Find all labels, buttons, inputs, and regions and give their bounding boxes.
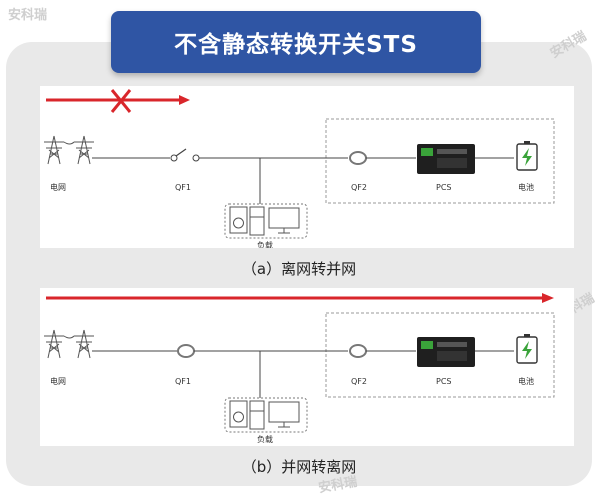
pcs-unit-icon [417, 337, 475, 367]
label-grid: 电网 [50, 376, 66, 386]
label-load: 负载 [257, 240, 273, 248]
label-load: 负载 [257, 434, 273, 444]
storage-dashed-box [325, 312, 555, 398]
label-battery: 电池 [518, 182, 534, 192]
transmission-tower-icon [44, 329, 94, 359]
label-qf2: QF2 [351, 183, 367, 192]
battery-icon [516, 141, 538, 171]
label-qf2: QF2 [351, 377, 367, 386]
page-title: 不含静态转换开关STS [111, 11, 481, 73]
power-flow-arrowhead [542, 293, 554, 303]
storage-dashed-box [325, 118, 555, 204]
caption-b: （b）并网转离网 [241, 458, 357, 476]
watermark: 安科瑞 [8, 8, 48, 23]
label-pcs: PCS [436, 377, 452, 386]
diagram-a-svg: 电网 QF1 QF2 PCS 电池 负载 [44, 89, 555, 250]
label-grid: 电网 [50, 182, 66, 192]
label-qf1: QF1 [175, 377, 191, 386]
blocked-x-icon [110, 89, 132, 113]
transmission-tower-icon [44, 135, 94, 165]
qf2-breaker-icon [349, 151, 367, 165]
caption-a: （a）离网转并网 [241, 260, 357, 278]
diagram-b-svg: 电网 QF1 QF2 PCS 电池 负载 [44, 293, 555, 444]
diagram-panel-a: 电网 QF1 QF2 PCS 电池 负载 [40, 86, 574, 250]
load-appliances-icon [224, 397, 308, 433]
load-appliances-icon [224, 203, 308, 239]
diagram-panel-b: 电网 QF1 QF2 PCS 电池 负载 [40, 288, 574, 446]
qf1-breaker-icon [177, 344, 195, 358]
qf1-open-switch-icon [170, 148, 200, 162]
pcs-unit-icon [417, 144, 475, 174]
qf2-breaker-icon [349, 344, 367, 358]
label-qf1: QF1 [175, 183, 191, 192]
battery-icon [516, 334, 538, 364]
label-pcs: PCS [436, 183, 452, 192]
label-battery: 电池 [518, 376, 534, 386]
power-flow-arrowhead [179, 95, 190, 105]
